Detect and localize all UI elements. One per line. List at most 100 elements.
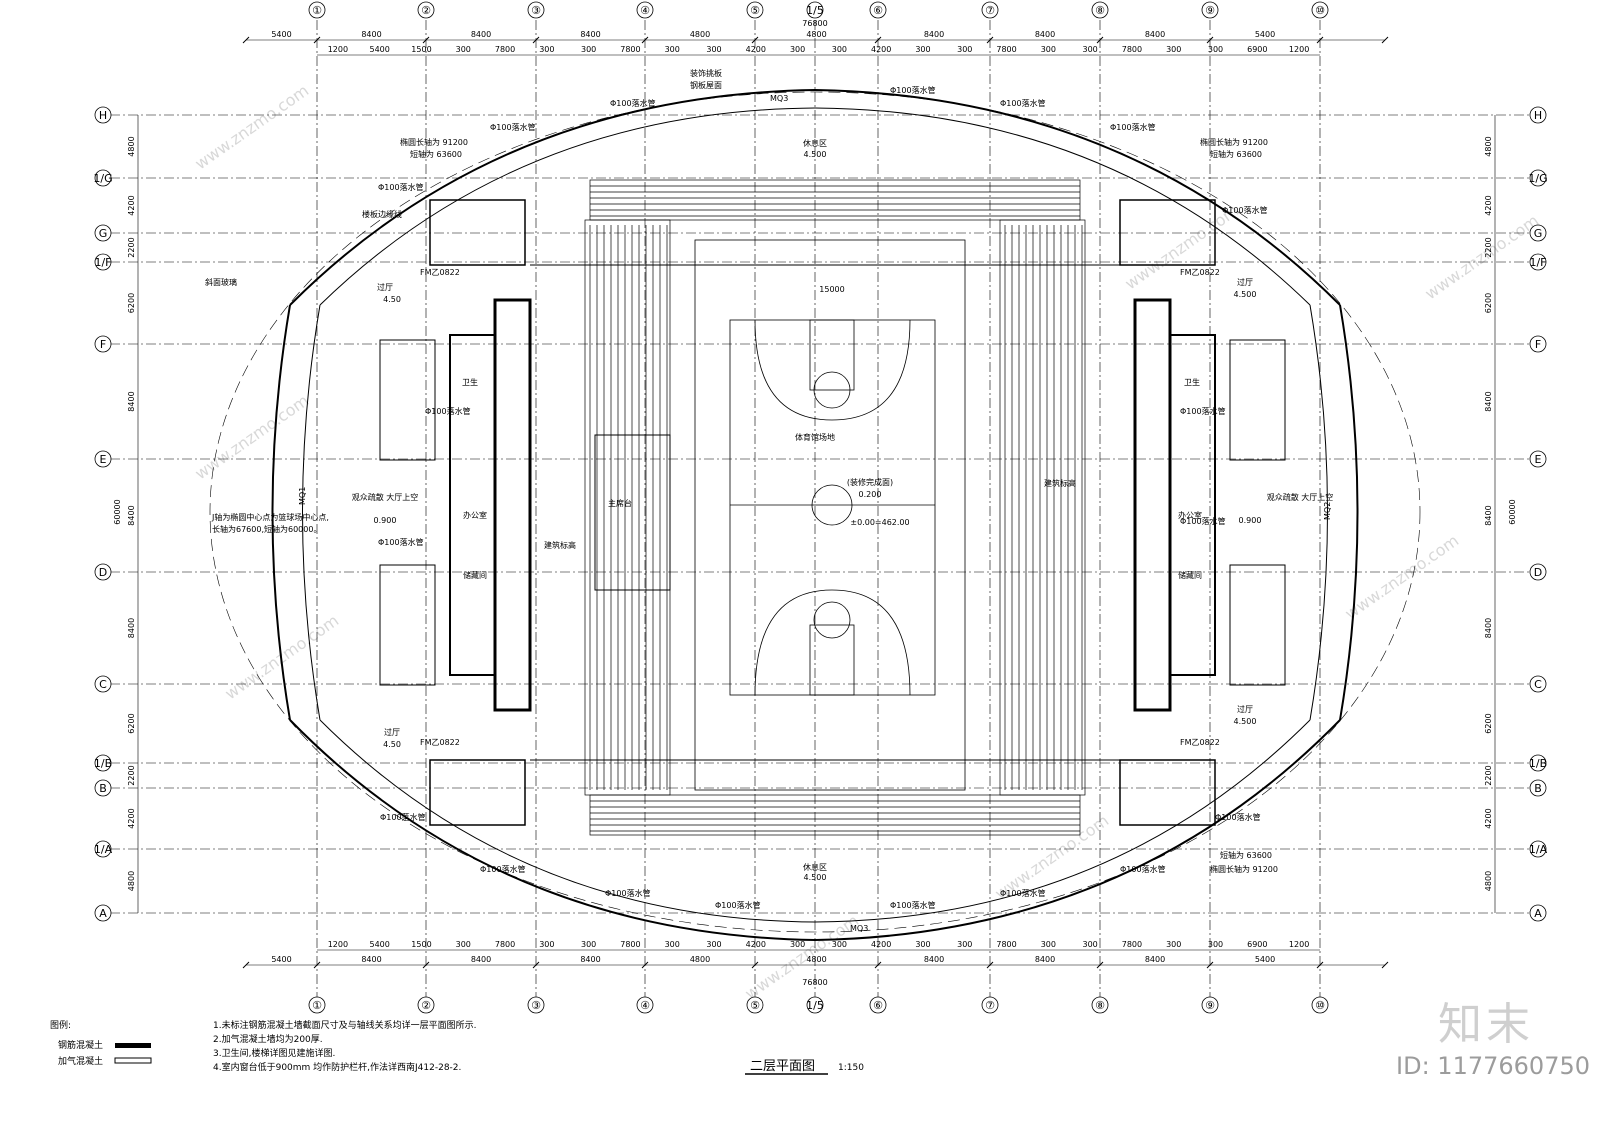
- left-stair-lower: [379, 564, 436, 686]
- axis-bubble-left: [94, 779, 112, 797]
- fm-door-tr: FM乙0822: [1180, 268, 1220, 277]
- right-stair-lower: [1229, 564, 1286, 686]
- dim-text: 8400: [1145, 955, 1165, 964]
- note-4: 4.室内窗台低于900mm 均作防护栏杆,作法详西南J412-28-2.: [213, 1061, 461, 1073]
- drain-tr: Φ100落水管: [1110, 122, 1156, 132]
- axis-label-num: ⑨: [1205, 4, 1215, 17]
- legend-item-2: 加气混凝土: [58, 1055, 103, 1067]
- dim-tick: [1096, 36, 1104, 44]
- corridor-tl: 过厅: [377, 282, 393, 292]
- left-gallery: 建筑标高: [544, 540, 576, 550]
- dim-text-2: 7800: [996, 940, 1016, 949]
- corridor-tr: 过厅: [1237, 277, 1253, 287]
- finish-level: 0.200: [859, 490, 882, 499]
- axis-bubble-top: [527, 1, 545, 19]
- left-facade-inner: [302, 304, 321, 721]
- dim-text-side: 4200: [1484, 808, 1493, 828]
- dim-text-2: 1200: [328, 940, 348, 949]
- stand-top: [589, 179, 1081, 221]
- dim-text: 8400: [361, 955, 381, 964]
- dim-text-2: 6900: [1247, 940, 1267, 949]
- legend: 图例: 钢筋混凝土 加气混凝土: [50, 1019, 152, 1067]
- axis-bubble-bottom: [981, 996, 999, 1014]
- dim-text: 4800: [806, 955, 826, 964]
- dim-text-side: 6200: [127, 713, 136, 733]
- axis-bubble-bottom: [527, 996, 545, 1014]
- glass-label: 斜面玻璃: [205, 277, 237, 287]
- drain-br2: Φ100落水管: [1120, 864, 1166, 874]
- wc-right: 卫生: [1184, 377, 1200, 387]
- note-2: 2.加气混凝土墙均为200厚.: [213, 1033, 323, 1045]
- dim-text-2: 1200: [1289, 45, 1309, 54]
- rest-top-label: 休息区: [803, 138, 827, 148]
- axis-label-letter: D: [99, 566, 107, 579]
- dim-text-2: 300: [706, 940, 721, 949]
- dim-text-side: 6200: [127, 293, 136, 313]
- dim-text: 4800: [690, 955, 710, 964]
- dim-text-2: 300: [915, 45, 930, 54]
- axis-bubble-left: [94, 253, 112, 271]
- room-labels: 体育馆场地 (装修完成面) 0.200 ±0.00=462.00 15000 休…: [352, 138, 1334, 882]
- axis-bubble-left: [94, 169, 112, 187]
- rest-top-level: 4.500: [804, 150, 827, 159]
- axis-bubble-right: [1529, 253, 1547, 271]
- right-rooms: [1169, 334, 1216, 676]
- interior-walls: [379, 199, 1286, 826]
- fm-door-br: FM乙0822: [1180, 738, 1220, 747]
- axis-bubble-left: [94, 450, 112, 468]
- dim-text-side: 4800: [1484, 871, 1493, 891]
- axis-bubble-top: [981, 1, 999, 19]
- drain-bl: Φ100落水管: [380, 812, 426, 822]
- dim-text-2: 5400: [370, 940, 390, 949]
- left-stair-upper: [379, 339, 436, 461]
- axis-bubble-right: [1529, 840, 1547, 858]
- outer-ellipse-bottom: [289, 719, 1341, 942]
- axis-label-letter: G: [99, 227, 108, 240]
- axis-bubble-top: [1091, 1, 1109, 19]
- axis-label-num: ⑧: [1095, 999, 1105, 1012]
- dim-text-2: 300: [539, 45, 554, 54]
- drain-left-3: Φ100落水管: [378, 537, 424, 547]
- dim-total: 76800: [802, 19, 827, 28]
- dim-tick: [313, 961, 321, 969]
- annotations: 椭圆长轴为 91200 短轴为 63600 椭圆长轴为 91200 短轴为 63…: [205, 68, 1332, 933]
- dim-tick: [986, 36, 994, 44]
- outer-ellipse-top: [289, 88, 1341, 306]
- dim-tick: [422, 36, 430, 44]
- watermark-text: www.znzmo.com: [1421, 211, 1542, 304]
- axis-bubble-left: [94, 563, 112, 581]
- axis-bubble-right: [1529, 450, 1547, 468]
- axis-label-num: ⑥: [873, 4, 883, 17]
- dim-text: 8400: [924, 955, 944, 964]
- dim-text: 8400: [1035, 30, 1055, 39]
- drain-br: Φ100落水管: [1215, 812, 1261, 822]
- drain-bottom-3: Φ100落水管: [890, 900, 936, 910]
- ellipse-short-tl: 短轴为 63600: [410, 149, 462, 159]
- watermark-text: www.znzmo.com: [191, 391, 312, 484]
- legend-item-1: 钢筋混凝土: [58, 1039, 103, 1051]
- mq2-label: MQ2: [1323, 502, 1332, 520]
- axis-j-note-1: J轴为椭圆中心点为篮球场中心点,: [211, 512, 329, 522]
- dim-text-2: 300: [456, 940, 471, 949]
- corridor-bl-level: 4.50: [383, 740, 401, 749]
- dim-text-2: 7800: [495, 940, 515, 949]
- axis-label-letter: B: [1534, 782, 1542, 795]
- axis-j-note-2: 长轴为67600,短轴为60000。: [212, 524, 321, 534]
- dim-text: 4800: [690, 30, 710, 39]
- wc-left: 卫生: [462, 377, 478, 387]
- drain-left-2: Φ100落水管: [425, 406, 471, 416]
- drain-left-1: Φ100落水管: [378, 182, 424, 192]
- axis-label-letter: 1/G: [93, 172, 112, 185]
- note-3: 3.卫生间,楼梯详图见建施详图.: [213, 1047, 335, 1059]
- storage-right: 储藏间: [1178, 570, 1202, 580]
- dim-tick: [874, 36, 882, 44]
- axis-label-letter: 1/A: [1529, 843, 1548, 856]
- dim-text-side: 2200: [1484, 237, 1493, 257]
- rest-bottom-label: 休息区: [803, 862, 827, 872]
- inner-ellipse-bottom: [319, 719, 1311, 923]
- drain-right-3: Φ100落水管: [1180, 516, 1226, 526]
- dim-text-2: 300: [581, 45, 596, 54]
- axis-label-num: ⑨: [1205, 999, 1215, 1012]
